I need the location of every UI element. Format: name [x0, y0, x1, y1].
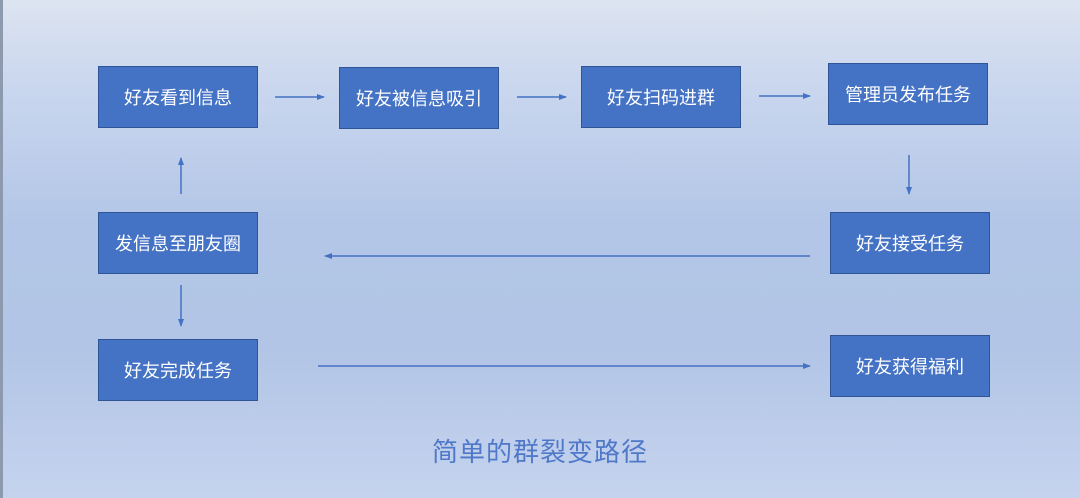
node-post-to-moments: 发信息至朋友圈	[98, 212, 258, 274]
node-label: 好友被信息吸引	[356, 89, 482, 110]
node-label: 管理员发布任务	[845, 85, 971, 106]
node-label: 好友扫码进群	[607, 88, 715, 109]
diagram-caption: 简单的群裂变路径	[431, 438, 648, 468]
node-friend-accepts-task: 好友接受任务	[830, 212, 990, 274]
node-label: 好友看到信息	[124, 88, 232, 109]
node-friend-sees-info: 好友看到信息	[98, 66, 258, 128]
node-friend-attracted: 好友被信息吸引	[339, 67, 499, 129]
node-label: 发信息至朋友圈	[115, 234, 241, 255]
node-friend-completes-task: 好友完成任务	[98, 339, 258, 401]
node-label: 好友获得福利	[856, 357, 964, 378]
left-edge-divider	[0, 0, 3, 498]
node-label: 好友接受任务	[856, 234, 964, 255]
node-friend-scans-code: 好友扫码进群	[581, 66, 741, 128]
node-friend-gets-reward: 好友获得福利	[830, 335, 990, 397]
node-admin-posts-task: 管理员发布任务	[828, 63, 988, 125]
node-label: 好友完成任务	[124, 361, 232, 382]
